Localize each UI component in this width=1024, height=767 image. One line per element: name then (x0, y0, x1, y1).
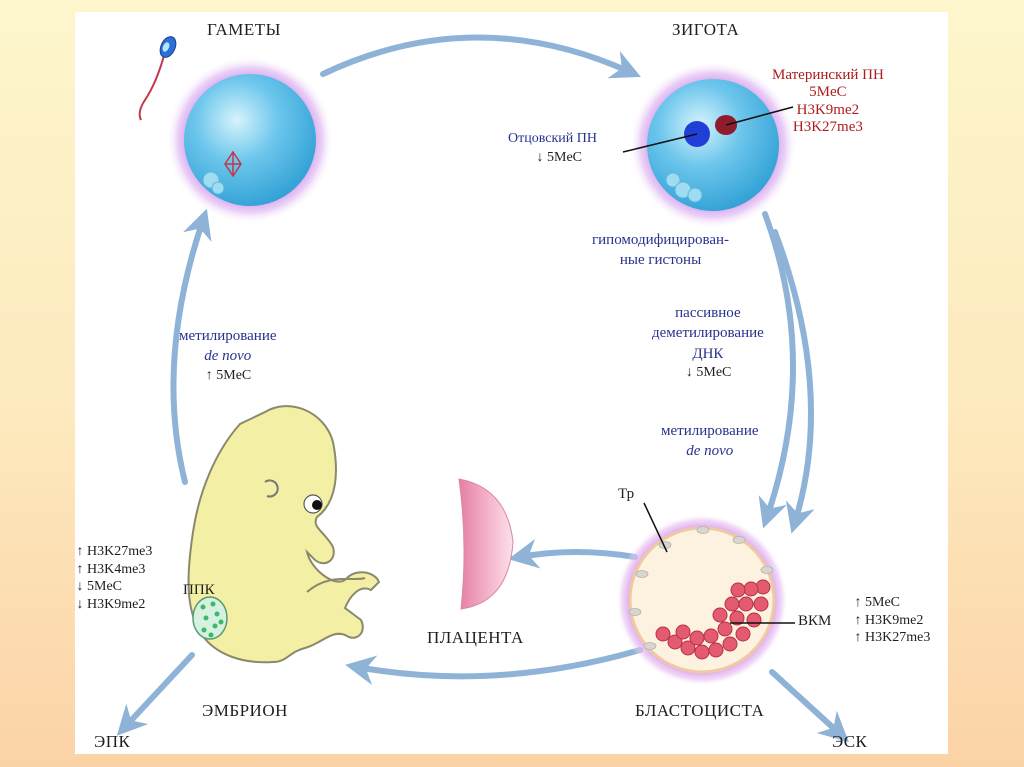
embryo-tail (306, 577, 366, 593)
arrow-zygote-to-blastocyst (758, 211, 796, 529)
arrow-embryo-to-epk (116, 652, 195, 736)
left-mark-text: 5MeC (216, 367, 252, 383)
down-arrow-icon: ↓ (76, 596, 84, 612)
right-denovo-line-1: метилирование (661, 423, 759, 439)
up-arrow-icon: ↑ (205, 367, 213, 383)
embryo-mark-3-text: 5MeC (87, 579, 122, 594)
blastocyst-mark-2-text: H3K9me2 (865, 612, 924, 628)
arrow-blastocyst-to-embryo (345, 647, 643, 685)
right-denovo-label: метилирование de novo (661, 421, 759, 462)
arrow-zygote-to-blastocyst-2 (772, 229, 815, 534)
arrow-embryo-to-gametes (170, 208, 212, 485)
diagram-panel: ГАМЕТЫ ЗИГОТА БЛАСТОЦИСТА ЭМБРИОН ПЛАЦЕН… (75, 12, 948, 754)
embryo-mark-2: ↑H3K4me3 (75, 561, 152, 579)
gametes-figure (138, 36, 334, 224)
up-arrow-icon: ↑ (854, 595, 862, 610)
embryo-ear (264, 479, 279, 498)
maternal-mark-3: H3K27me3 (792, 118, 863, 135)
right-denovo-line-2: de novo (686, 443, 734, 460)
cycle-arrows (116, 34, 849, 743)
hypo-line-1: гипомодифицирован- (592, 232, 730, 248)
up-arrow-icon: ↑ (76, 561, 84, 577)
placenta-shape (458, 478, 514, 610)
arrow-gametes-to-zygote (320, 34, 641, 79)
zygote-figure (622, 61, 797, 229)
passive-line-1: пассивное (675, 305, 741, 321)
zygote-cell (647, 79, 779, 211)
paternal-pointer (622, 133, 698, 153)
polar-body (202, 171, 225, 195)
left-denovo-line-1: метилирование (179, 328, 277, 344)
maternal-pn-block: Материнский ПН 5MeC H3K9me2 H3K27me3 (772, 67, 884, 136)
blastocyst-mark-2: ↑H3K9me2 (853, 612, 930, 630)
maternal-pointer (725, 106, 794, 126)
down-arrow-icon: ↓ (536, 150, 544, 165)
hypo-line-2: ные гистоны (619, 252, 702, 269)
embryo-mark-1: ↑H3K27me3 (75, 543, 153, 561)
left-denovo-label: метилирование de novo ↑ 5MeC (179, 326, 277, 384)
ppk-cluster (192, 596, 228, 640)
tr-pointer (643, 502, 668, 553)
blastocyst-figure (616, 502, 795, 686)
hypomodified-histones-label: гипомодифицирован- ные гистоны (592, 230, 729, 271)
trophoblast-cells (628, 526, 774, 650)
blastocyst-mark-3: ↑H3K27me3 (853, 629, 931, 647)
embryo-mark-1-text: H3K27me3 (87, 544, 153, 559)
esk-label: ЭСК (832, 732, 868, 751)
spindle-icon (224, 150, 242, 178)
blastocyst-marks: ↑5MeC ↑H3K9me2 ↑H3K27me3 (853, 594, 931, 647)
arrow-blastocyst-to-placenta (508, 539, 638, 569)
vkm-label: ВКМ (798, 613, 832, 629)
embryo-mark-4-text: H3K9me2 (87, 596, 146, 612)
zygote-title: ЗИГОТА (672, 20, 740, 39)
lifecycle-diagram (116, 34, 849, 743)
down-arrow-icon: ↓ (76, 579, 84, 594)
ppk-cells (200, 601, 224, 638)
passive-line-3: ДНК (692, 345, 724, 362)
embryo-mark-2-text: H3K4me3 (87, 561, 146, 577)
embryo-mark-4: ↓H3K9me2 (75, 596, 152, 614)
embryo-eye-pupil (312, 500, 322, 510)
left-denovo-line-2: de novo (204, 348, 252, 365)
blastocyst-mark-1: ↑5MeC (853, 594, 930, 612)
passive-mark-text: 5MeC (696, 364, 732, 380)
embryo-figure (187, 405, 381, 664)
arrow-blastocyst-to-esk (769, 669, 849, 743)
up-arrow-icon: ↑ (76, 544, 84, 559)
oocyte (184, 74, 316, 206)
paternal-pn-mark: ↓ 5MeC (535, 149, 597, 167)
passive-mark: ↓ 5MeC (652, 364, 764, 382)
gametes-title: ГАМЕТЫ (207, 20, 281, 39)
zygote-polar-bodies (665, 172, 703, 203)
left-mark: ↑ 5MeC (179, 367, 277, 385)
passive-demethylation-label: пассивное деметилирование ДНК ↓ 5MeC (652, 303, 764, 381)
embryo-mark-3: ↓5MeC (75, 578, 152, 596)
blastocyst-mark-1-text: 5MeC (865, 595, 900, 610)
maternal-mark-2: H3K9me2 (796, 101, 860, 118)
maternal-pn-label: Материнский ПН (772, 67, 884, 83)
sperm-icon (138, 36, 177, 121)
paternal-pn-mark-text: 5MeC (547, 150, 582, 165)
passive-line-2: деметилирование (652, 325, 764, 342)
up-arrow-icon: ↑ (854, 630, 862, 645)
epk-label: ЭПК (94, 732, 131, 751)
ppk-label: ППК (183, 582, 215, 598)
blastocyst-title: БЛАСТОЦИСТА (635, 701, 765, 720)
embryo-marks: ↑H3K27me3 ↑H3K4me3 ↓5MeC ↓H3K9me2 (75, 543, 153, 614)
up-arrow-icon: ↑ (854, 612, 862, 628)
paternal-pn-label: Отцовский ПН (508, 131, 597, 146)
blastocyst-mark-3-text: H3K27me3 (865, 630, 931, 645)
embryo-title: ЭМБРИОН (202, 701, 288, 720)
down-arrow-icon: ↓ (685, 364, 693, 380)
maternal-mark-1: 5MeC (809, 84, 847, 101)
paternal-pn-block: Отцовский ПН ↓ 5MeC (508, 132, 597, 167)
inner-cell-mass (655, 579, 771, 660)
tr-label: Тр (618, 486, 635, 502)
placenta-title: ПЛАЦЕНТА (427, 628, 524, 647)
